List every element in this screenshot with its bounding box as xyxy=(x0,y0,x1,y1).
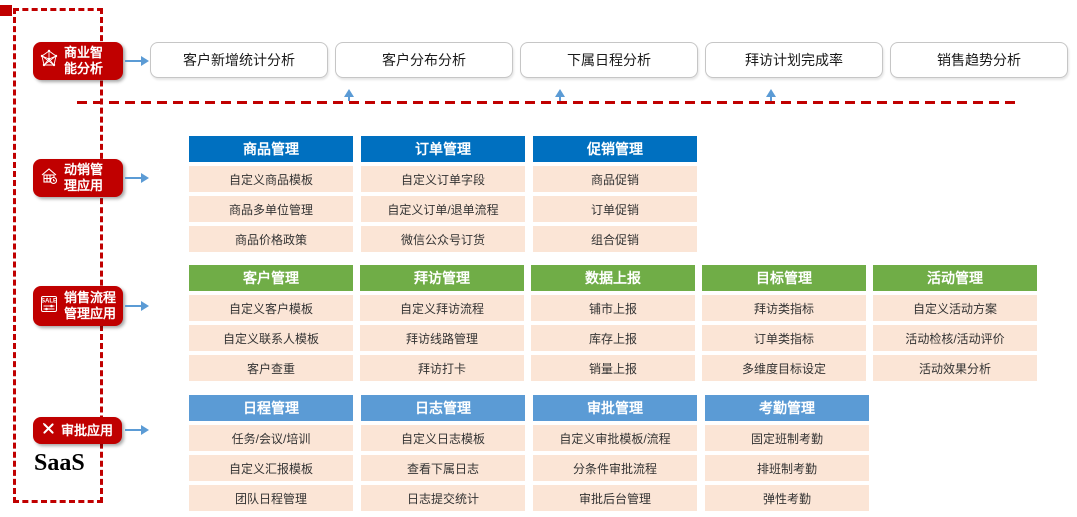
table-cell: 商品价格政策 xyxy=(189,226,353,252)
table-cell: 销量上报 xyxy=(531,355,695,381)
table-header: 促销管理 xyxy=(533,136,697,162)
table-cell: 固定班制考勤 xyxy=(705,425,869,451)
saas-boundary-frame xyxy=(13,8,103,503)
table-cell: 铺市上报 xyxy=(531,295,695,321)
storefront-icon xyxy=(39,166,59,191)
up-arrow-icon xyxy=(555,89,565,101)
feature-table-schedule-mgmt: 日程管理 任务/会议/培训 自定义汇报模板 团队日程管理 xyxy=(189,395,353,511)
table-header: 日志管理 xyxy=(361,395,525,421)
right-arrow-icon xyxy=(125,301,149,311)
table-cell: 活动检核/活动评价 xyxy=(873,325,1037,351)
table-cell: 客户查重 xyxy=(189,355,353,381)
up-arrow-icon xyxy=(344,89,354,101)
feature-table-attendance-mgmt: 考勤管理 固定班制考勤 排班制考勤 弹性考勤 xyxy=(705,395,869,511)
table-cell: 分条件审批流程 xyxy=(533,455,697,481)
badge-sales-process-apps: SALE 销售流程 管理应用 xyxy=(33,286,123,326)
table-header: 目标管理 xyxy=(702,265,866,291)
network-icon xyxy=(39,49,59,74)
right-arrow-icon xyxy=(125,425,149,435)
table-cell: 自定义汇报模板 xyxy=(189,455,353,481)
feature-table-order-mgmt: 订单管理 自定义订单字段 自定义订单/退单流程 微信公众号订货 xyxy=(361,136,525,252)
bi-dashed-connector xyxy=(77,101,1018,104)
feature-table-journal-mgmt: 日志管理 自定义日志模板 查看下属日志 日志提交统计 xyxy=(361,395,525,511)
analysis-box-visit-plan-completion: 拜访计划完成率 xyxy=(705,42,883,78)
table-header: 数据上报 xyxy=(531,265,695,291)
badge-sales-drive-apps: 动销管 理应用 xyxy=(33,159,123,197)
table-cell: 库存上报 xyxy=(531,325,695,351)
table-cell: 活动效果分析 xyxy=(873,355,1037,381)
feature-table-promotion-mgmt: 促销管理 商品促销 订单促销 组合促销 xyxy=(533,136,697,252)
table-cell: 自定义订单/退单流程 xyxy=(361,196,525,222)
feature-table-visit-mgmt: 拜访管理 自定义拜访流程 拜访线路管理 拜访打卡 xyxy=(360,265,524,381)
table-cell: 多维度目标设定 xyxy=(702,355,866,381)
table-cell: 拜访类指标 xyxy=(702,295,866,321)
feature-table-customer-mgmt: 客户管理 自定义客户模板 自定义联系人模板 客户查重 xyxy=(189,265,353,381)
badge-approval-apps: 审批应用 xyxy=(33,417,122,444)
table-cell: 微信公众号订货 xyxy=(361,226,525,252)
saas-label: SaaS xyxy=(34,450,85,476)
analysis-box-subordinate-schedule: 下属日程分析 xyxy=(520,42,698,78)
crossed-tools-icon xyxy=(41,421,56,441)
badge-label: 动销管 理应用 xyxy=(64,162,104,193)
svg-text:SALE: SALE xyxy=(41,298,57,304)
feature-table-approval-mgmt: 审批管理 自定义审批模板/流程 分条件审批流程 审批后台管理 xyxy=(533,395,697,511)
table-cell: 日志提交统计 xyxy=(361,485,525,511)
table-cell: 组合促销 xyxy=(533,226,697,252)
table-cell: 拜访打卡 xyxy=(360,355,524,381)
feature-table-data-reporting: 数据上报 铺市上报 库存上报 销量上报 xyxy=(531,265,695,381)
table-cell: 自定义拜访流程 xyxy=(360,295,524,321)
table-header: 拜访管理 xyxy=(360,265,524,291)
table-cell: 自定义联系人模板 xyxy=(189,325,353,351)
analysis-box-sales-trend: 销售趋势分析 xyxy=(890,42,1068,78)
table-cell: 订单类指标 xyxy=(702,325,866,351)
badge-label: 审批应用 xyxy=(61,422,114,438)
table-cell: 任务/会议/培训 xyxy=(189,425,353,451)
right-arrow-icon xyxy=(125,173,149,183)
table-cell: 自定义活动方案 xyxy=(873,295,1037,321)
up-arrow-icon xyxy=(766,89,776,101)
sale-sliders-icon: SALE xyxy=(39,294,59,319)
feature-table-activity-mgmt: 活动管理 自定义活动方案 活动检核/活动评价 活动效果分析 xyxy=(873,265,1037,381)
badge-label: 商业智 能分析 xyxy=(64,45,104,76)
table-header: 审批管理 xyxy=(533,395,697,421)
feature-table-target-mgmt: 目标管理 拜访类指标 订单类指标 多维度目标设定 xyxy=(702,265,866,381)
corner-marker xyxy=(0,5,12,16)
right-arrow-icon xyxy=(125,56,149,66)
table-header: 考勤管理 xyxy=(705,395,869,421)
feature-table-product-mgmt: 商品管理 自定义商品模板 商品多单位管理 商品价格政策 xyxy=(189,136,353,252)
table-header: 日程管理 xyxy=(189,395,353,421)
badge-label: 销售流程 管理应用 xyxy=(64,290,117,321)
table-cell: 商品多单位管理 xyxy=(189,196,353,222)
table-cell: 拜访线路管理 xyxy=(360,325,524,351)
table-header: 商品管理 xyxy=(189,136,353,162)
table-cell: 自定义日志模板 xyxy=(361,425,525,451)
table-cell: 商品促销 xyxy=(533,166,697,192)
table-cell: 弹性考勤 xyxy=(705,485,869,511)
table-cell: 订单促销 xyxy=(533,196,697,222)
analysis-box-customer-new-stats: 客户新增统计分析 xyxy=(150,42,328,78)
table-cell: 自定义订单字段 xyxy=(361,166,525,192)
table-cell: 排班制考勤 xyxy=(705,455,869,481)
table-cell: 团队日程管理 xyxy=(189,485,353,511)
table-header: 活动管理 xyxy=(873,265,1037,291)
table-cell: 自定义审批模板/流程 xyxy=(533,425,697,451)
table-cell: 自定义商品模板 xyxy=(189,166,353,192)
table-cell: 自定义客户模板 xyxy=(189,295,353,321)
table-header: 客户管理 xyxy=(189,265,353,291)
table-header: 订单管理 xyxy=(361,136,525,162)
analysis-box-customer-distribution: 客户分布分析 xyxy=(335,42,513,78)
badge-business-intelligence: 商业智 能分析 xyxy=(33,42,123,80)
table-cell: 审批后台管理 xyxy=(533,485,697,511)
table-cell: 查看下属日志 xyxy=(361,455,525,481)
